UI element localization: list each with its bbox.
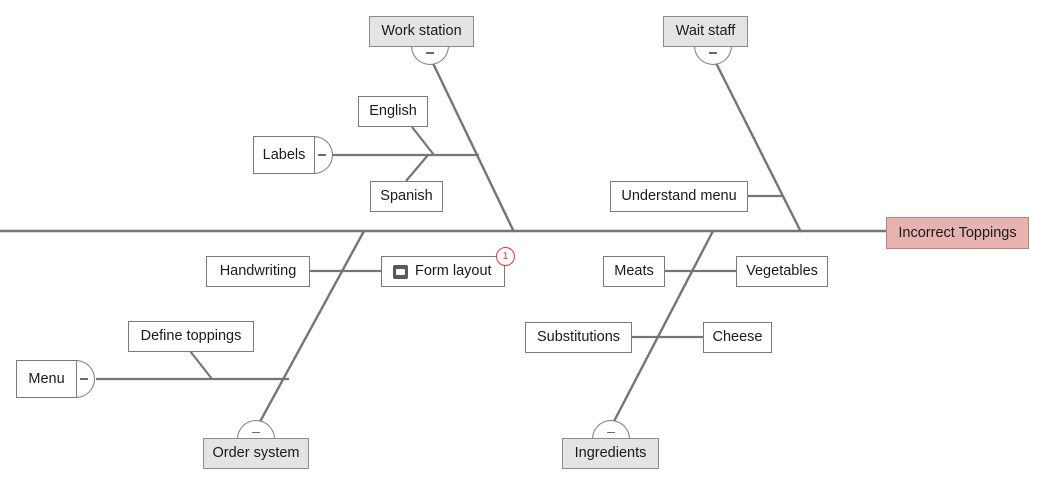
cause-box-define-toppings[interactable]: Define toppings xyxy=(128,321,254,352)
wire-english-stub xyxy=(411,126,435,156)
cause-label-handwriting: Handwriting xyxy=(219,263,297,280)
minus-icon xyxy=(607,431,615,433)
minus-icon xyxy=(426,52,434,54)
collapse-handle-wait-staff[interactable] xyxy=(694,46,732,65)
cause-label-substitutions: Substitutions xyxy=(536,329,621,346)
cause-box-english[interactable]: English xyxy=(358,96,428,127)
wire-define-toppings-stub xyxy=(189,350,213,380)
collapse-handle-work-station[interactable] xyxy=(411,46,449,65)
cause-box-menu[interactable]: Menu xyxy=(16,360,77,398)
cause-label-define-toppings: Define toppings xyxy=(140,328,242,345)
effect-head-label: Incorrect Toppings xyxy=(898,224,1017,241)
cause-box-spanish[interactable]: Spanish xyxy=(370,181,443,212)
category-label-ingredients: Ingredients xyxy=(574,445,647,462)
cause-label-vegetables: Vegetables xyxy=(746,263,818,280)
category-box-wait-staff[interactable]: Wait staff xyxy=(663,16,748,47)
category-box-order-system[interactable]: Order system xyxy=(203,438,309,469)
category-box-work-station[interactable]: Work station xyxy=(369,16,474,47)
effect-head-box[interactable]: Incorrect Toppings xyxy=(886,217,1029,249)
comment-count-badge[interactable]: 1 xyxy=(496,247,515,266)
collapse-handle-ingredients[interactable] xyxy=(592,420,630,439)
cause-box-substitutions[interactable]: Substitutions xyxy=(525,322,632,353)
minus-icon xyxy=(709,52,717,54)
cause-label-meats: Meats xyxy=(614,263,654,280)
category-label-order-system: Order system xyxy=(212,445,300,462)
cause-label-labels: Labels xyxy=(262,146,306,163)
minus-icon xyxy=(318,154,326,156)
cause-label-menu: Menu xyxy=(28,370,65,387)
cause-box-cheese[interactable]: Cheese xyxy=(703,322,772,353)
cause-label-spanish: Spanish xyxy=(380,188,433,205)
wire-spanish-stub xyxy=(405,154,429,182)
cause-box-understand-menu[interactable]: Understand menu xyxy=(610,181,748,212)
minus-icon xyxy=(80,378,88,380)
cause-label-understand-menu: Understand menu xyxy=(621,188,737,205)
cause-box-labels[interactable]: Labels xyxy=(253,136,315,174)
cause-label-form-layout: Form layout xyxy=(415,263,492,280)
cause-box-handwriting[interactable]: Handwriting xyxy=(206,256,310,287)
comment-count-value: 1 xyxy=(502,250,509,263)
note-icon xyxy=(393,264,408,279)
cause-label-cheese: Cheese xyxy=(712,329,763,346)
collapse-handle-menu[interactable] xyxy=(76,360,95,398)
cause-label-english: English xyxy=(369,103,417,120)
category-label-wait-staff: Wait staff xyxy=(675,23,736,40)
cause-box-meats[interactable]: Meats xyxy=(603,256,665,287)
cause-box-form-layout[interactable]: Form layout xyxy=(381,256,505,287)
category-box-ingredients[interactable]: Ingredients xyxy=(562,438,659,469)
minus-icon xyxy=(252,431,260,433)
cause-box-vegetables[interactable]: Vegetables xyxy=(736,256,828,287)
collapse-handle-labels[interactable] xyxy=(314,136,333,174)
category-label-work-station: Work station xyxy=(381,23,462,40)
collapse-handle-order-system[interactable] xyxy=(237,420,275,439)
